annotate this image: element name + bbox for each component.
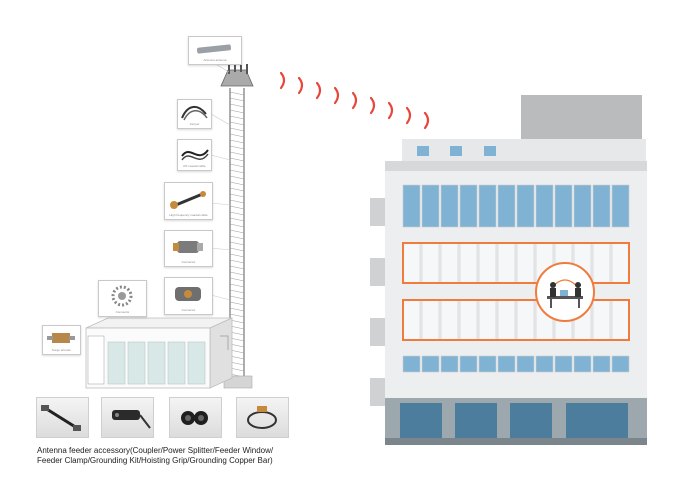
accessory-feeder-clamp: [169, 397, 222, 438]
accessory-caption: Antenna feeder accessory(Coupler/Power S…: [37, 446, 337, 466]
signal-wave: [297, 76, 304, 95]
building-window: [573, 355, 592, 373]
thumbnail-antenna: Antenna antenna: [188, 36, 242, 65]
signal-wave: [387, 101, 394, 120]
thumbnail-connector-2: Connector: [98, 280, 147, 317]
building-window: [440, 299, 459, 341]
thumbnail-jumper: Jumper: [177, 99, 212, 129]
thumbnail-caption: Jumper: [189, 122, 200, 126]
thumbnail-caption: Connector: [115, 310, 130, 314]
signal-wave: [333, 86, 340, 105]
building-window: [478, 242, 497, 284]
caption-line-2: Feeder Clamp/Grounding Kit/Hoisting Grip…: [37, 456, 273, 465]
connector-icon: [173, 241, 203, 253]
building-window: [478, 355, 497, 373]
building-window: [478, 184, 497, 228]
equipment-shelter: [85, 317, 233, 389]
building-window: [497, 299, 516, 341]
feeder-clamp-icon: [181, 411, 208, 425]
building-window: [592, 299, 611, 341]
building-window: [402, 242, 421, 284]
thumbnail-caption: High frequency coaxial cable: [169, 213, 208, 217]
accessory-hoisting-grip: [101, 397, 154, 438]
building-window: [516, 184, 535, 228]
leader-lines: [210, 61, 231, 301]
building-window: [611, 184, 630, 228]
building-window: [459, 299, 478, 341]
thumbnail-rf-cable: RF coaxial cable: [177, 139, 212, 171]
signal-wave: [369, 96, 376, 115]
signal-wave: [405, 106, 412, 125]
building-window: [554, 355, 573, 373]
shelter-window: [147, 341, 166, 385]
rf-cable-icon: [181, 149, 209, 161]
thumbnail-caption: RF coaxial cable: [183, 164, 206, 168]
shelter-window: [107, 341, 126, 385]
shelter-window: [127, 341, 146, 385]
building-window: [535, 184, 554, 228]
building-window: [402, 299, 421, 341]
signal-waves: [279, 71, 430, 130]
accessory-grounding-copper-bar: [236, 397, 289, 438]
floor-highlight-upper: [402, 242, 630, 284]
building-window: [421, 299, 440, 341]
building-window: [611, 355, 630, 373]
building-window: [535, 355, 554, 373]
building-window: [592, 242, 611, 284]
meeting-callout: [535, 262, 595, 322]
grounding-cable-icon: [247, 406, 277, 429]
building-window: [459, 184, 478, 228]
connector-icon: [111, 285, 133, 307]
signal-wave: [351, 91, 358, 110]
thumbnail-caption: Connector: [181, 260, 196, 264]
building-window: [421, 184, 440, 228]
building-window: [402, 184, 421, 228]
building-window: [497, 184, 516, 228]
floor-highlight-lower: [402, 299, 630, 341]
building-window: [592, 184, 611, 228]
surge-arrester-icon: [47, 333, 75, 343]
building-window: [421, 242, 440, 284]
thumbnail-caption: Antenna antenna: [203, 58, 227, 62]
grounding-kit-icon: [41, 405, 81, 431]
antenna-icon: [196, 44, 232, 54]
building-window: [592, 355, 611, 373]
caption-line-1: Antenna feeder accessory(Coupler/Power S…: [37, 446, 274, 455]
building-window: [459, 355, 478, 373]
signal-wave: [279, 71, 286, 90]
building-window: [611, 299, 630, 341]
hoisting-grip-icon: [112, 410, 151, 429]
thumbnail-caption: Connector: [181, 308, 196, 312]
building-window: [497, 242, 516, 284]
building-window: [421, 355, 440, 373]
jumper-cable-icon: [181, 106, 208, 121]
office-building: [370, 95, 647, 445]
feeder-cable-icon: [170, 191, 206, 209]
building-window: [573, 184, 592, 228]
building-window: [402, 355, 421, 373]
accessory-grounding-kit: [36, 397, 89, 438]
building-window: [440, 184, 459, 228]
building-window: [516, 299, 535, 341]
building-window: [611, 242, 630, 284]
building-window: [554, 184, 573, 228]
building-window: [516, 242, 535, 284]
thumbnail-connector-1: Connector: [164, 230, 213, 267]
building-window: [516, 355, 535, 373]
shelter-window: [167, 341, 186, 385]
building-window: [478, 299, 497, 341]
shelter-window: [187, 341, 206, 385]
signal-wave: [315, 81, 322, 100]
thumbnail-caption: Surge arrester: [51, 348, 72, 352]
building-window: [459, 242, 478, 284]
building-window: [497, 355, 516, 373]
connector-icon: [175, 287, 201, 301]
building-window: [440, 242, 459, 284]
signal-wave: [423, 111, 430, 130]
thumbnail-feeder: High frequency coaxial cable: [164, 182, 213, 220]
building-window: [440, 355, 459, 373]
thumbnail-surge-arrester: Surge arrester: [42, 325, 81, 355]
thumbnail-connector-3: Connector: [164, 277, 213, 315]
